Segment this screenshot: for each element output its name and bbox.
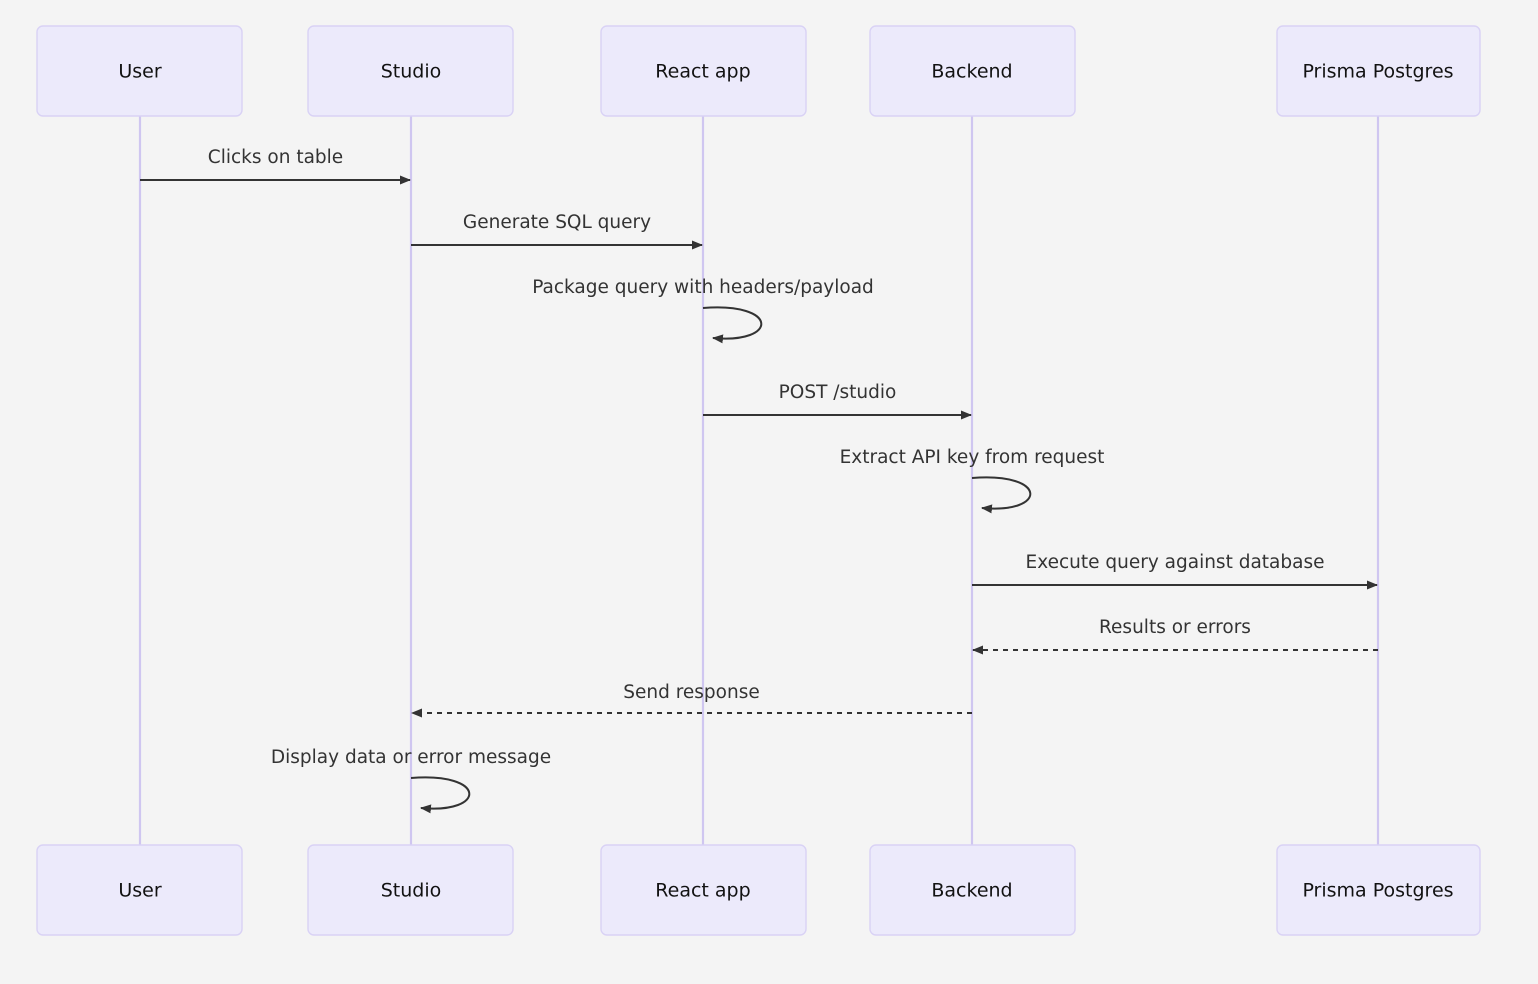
actor-box-rect [869, 844, 1076, 936]
message-m2[interactable]: Generate SQL query [411, 212, 703, 250]
self-loop-path-m5 [971, 476, 1032, 514]
actor-box-backend-top[interactable]: Backend [869, 25, 1076, 117]
actor-box-rect [36, 844, 243, 936]
actor-box-user-bottom[interactable]: User [36, 844, 243, 936]
message-label: POST /studio [779, 382, 897, 403]
actors-top-layer: User Studio React app Backend Prisma Postgre… [36, 25, 1481, 117]
actor-label: Studio [381, 880, 442, 902]
actor-box-rect [307, 25, 514, 117]
message-m7[interactable]: Results or errors [972, 617, 1378, 655]
actor-label: React app [655, 61, 750, 83]
message-label: Package query with headers/payload [532, 277, 874, 298]
message-label: Generate SQL query [463, 212, 651, 233]
message-label: Extract API key from request [840, 447, 1105, 468]
actor-box-rect [36, 25, 243, 117]
actor-box-prisma-top[interactable]: Prisma Postgres [1276, 25, 1481, 117]
actor-label: Prisma Postgres [1302, 880, 1453, 902]
actor-box-rect [600, 25, 807, 117]
actor-label: Backend [931, 61, 1012, 83]
message-m6[interactable]: Execute query against database [972, 552, 1378, 590]
message-label: Results or errors [1099, 617, 1251, 638]
actor-label: Studio [381, 61, 442, 83]
self-loop-path-m9 [410, 776, 471, 814]
message-m8[interactable]: Send response [411, 682, 972, 718]
message-label: Display data or error message [271, 747, 551, 768]
message-label: Clicks on table [208, 147, 343, 168]
actor-label: React app [655, 880, 750, 902]
message-m1[interactable]: Clicks on table [140, 147, 411, 185]
actors-bottom-layer: User Studio React app Backend Prisma Postgre… [36, 844, 1481, 936]
lifelines-layer [138, 116, 1380, 845]
actor-box-rect [600, 844, 807, 936]
actor-box-backend-bottom[interactable]: Backend [869, 844, 1076, 936]
self-loop-path-m3 [702, 306, 763, 344]
message-m4[interactable]: POST /studio [703, 382, 972, 420]
actor-box-prisma-bottom[interactable]: Prisma Postgres [1276, 844, 1481, 936]
actor-box-react-top[interactable]: React app [600, 25, 807, 117]
message-label: Send response [623, 682, 760, 703]
actor-label: User [118, 880, 161, 902]
actor-box-user-top[interactable]: User [36, 25, 243, 117]
actor-label: Prisma Postgres [1302, 61, 1453, 83]
actor-box-studio-top[interactable]: Studio [307, 25, 514, 117]
actor-label: Backend [931, 880, 1012, 902]
actor-box-studio-bottom[interactable]: Studio [307, 844, 514, 936]
actor-box-rect [869, 25, 1076, 117]
message-label: Execute query against database [1026, 552, 1325, 573]
actor-box-rect [307, 844, 514, 936]
message-m3[interactable]: Package query with headers/payload [532, 277, 874, 344]
actor-label: User [118, 61, 161, 83]
actor-box-rect [1276, 25, 1481, 117]
message-m9[interactable]: Display data or error message [271, 747, 551, 814]
actor-box-rect [1276, 844, 1481, 936]
actor-box-react-bottom[interactable]: React app [600, 844, 807, 936]
message-m5[interactable]: Extract API key from request [840, 447, 1105, 514]
